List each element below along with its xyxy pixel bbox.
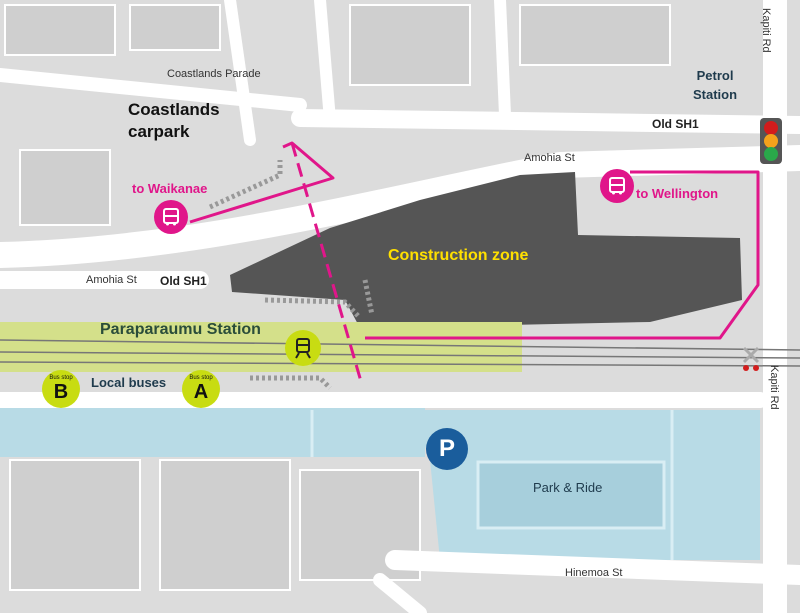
construction-zone — [230, 172, 742, 328]
train-icon — [285, 330, 321, 366]
park-and-ride-area — [0, 405, 760, 560]
local-buses-label: Local buses — [91, 375, 167, 390]
bus-stop-b: Bus stop B — [42, 370, 80, 408]
bus-stop-a-letter: A — [193, 381, 209, 403]
bus-stop-a-caption: Bus stop — [189, 375, 213, 381]
street-label-amohia-left: Amohia St — [86, 274, 137, 286]
bus-stop-b-caption: Bus stop — [49, 375, 73, 381]
coastlands-line1: Coastlands — [128, 100, 220, 119]
bus-stop-b-letter: B — [53, 381, 69, 403]
walkways — [208, 160, 375, 390]
street-label-old-sh1-left: Old SH1 — [160, 274, 207, 288]
place-label-petrol-station: Petrol Station — [693, 66, 737, 104]
place-label-coastlands: Coastlands carpark — [128, 99, 220, 143]
railway-tracks — [0, 339, 800, 367]
street-label-kapiti-rd-top: Kapiti Rd — [760, 8, 772, 53]
street-label-coastlands-parade: Coastlands Parade — [167, 68, 261, 80]
street-label-kapiti-rd-right: Kapiti Rd — [768, 365, 780, 410]
parking-icon: P — [426, 428, 468, 470]
building-blocks — [4, 4, 671, 591]
street-label-hinemoa: Hinemoa St — [565, 567, 623, 579]
coastlands-line2: carpark — [128, 122, 190, 141]
street-label-amohia-top: Amohia St — [524, 152, 575, 164]
park-and-ride-label: Park & Ride — [533, 480, 603, 495]
street-label-old-sh1-top: Old SH1 — [652, 117, 699, 131]
construction-zone-label: Construction zone — [388, 247, 529, 264]
direction-label-wellington: to Wellington — [636, 186, 719, 201]
petrol-line1: Petrol — [696, 68, 734, 83]
level-crossing-icon — [742, 346, 760, 371]
petrol-line2: Station — [693, 87, 738, 102]
bus-icon — [600, 169, 634, 203]
bus-stop-a: Bus stop A — [182, 370, 220, 408]
bus-replacement-route — [189, 141, 760, 386]
bus-icon — [154, 200, 188, 234]
direction-label-waikanae: to Waikanae — [132, 181, 208, 196]
station-label: Paraparaumu Station — [100, 321, 261, 338]
traffic-light-icon — [760, 118, 782, 164]
